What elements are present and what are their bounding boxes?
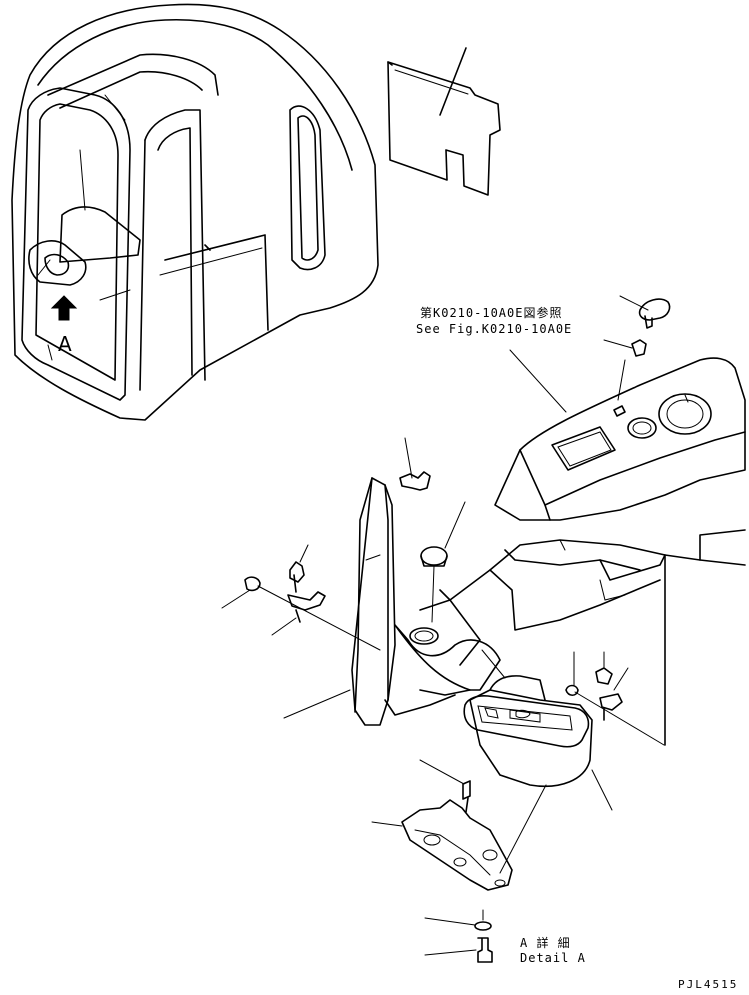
pin-stud	[419, 759, 471, 813]
leader-lines	[283, 295, 649, 719]
control-box	[463, 649, 613, 811]
detail-title-japanese: A 詳 細	[520, 936, 571, 950]
view-marker-letter: A	[58, 332, 72, 356]
washer-and-bolt	[424, 909, 493, 963]
knob-cap	[631, 298, 671, 357]
bolt-and-bracket-left	[221, 544, 381, 651]
console-assembly	[384, 357, 746, 746]
operator-cab	[11, 3, 379, 421]
drawing-code: PJL4515	[678, 978, 739, 991]
detail-title-english: Detail A	[520, 951, 586, 965]
bolt-and-bracket-right	[565, 651, 665, 746]
plug-cap	[420, 501, 466, 623]
mounting-bracket	[371, 784, 547, 891]
pillar-cover	[351, 477, 396, 726]
figure-reference-japanese: 第K0210-10A0E図参照	[420, 306, 563, 320]
figure-reference-english: See Fig.K0210-10A0E	[416, 322, 573, 336]
cover-panel	[387, 47, 501, 196]
view-arrow-icon	[50, 295, 78, 321]
clip-fastener	[399, 437, 431, 491]
